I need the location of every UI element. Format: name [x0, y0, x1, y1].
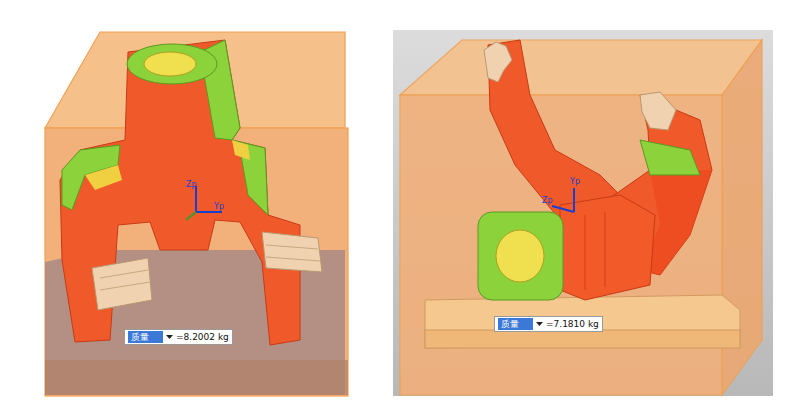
- mass-value: =7.1810 kg: [546, 318, 599, 330]
- right-view: [393, 30, 773, 396]
- field-name: 质量: [498, 318, 533, 330]
- mass-value: =8.2002 kg: [176, 331, 229, 343]
- field-name: 质量: [128, 331, 163, 343]
- axis-label: Zp: [542, 196, 553, 205]
- axis-label: Zp: [186, 180, 197, 189]
- axis-label: Yp: [570, 177, 580, 186]
- axis-label: Yp: [214, 202, 224, 211]
- dropdown-arrow: [536, 321, 543, 327]
- left-view: [45, 32, 348, 396]
- mass-readout: 质量 =8.2002 kg: [124, 329, 233, 345]
- mass-readout: 质量 =7.1810 kg: [494, 316, 603, 332]
- dropdown-arrow: [166, 334, 173, 340]
